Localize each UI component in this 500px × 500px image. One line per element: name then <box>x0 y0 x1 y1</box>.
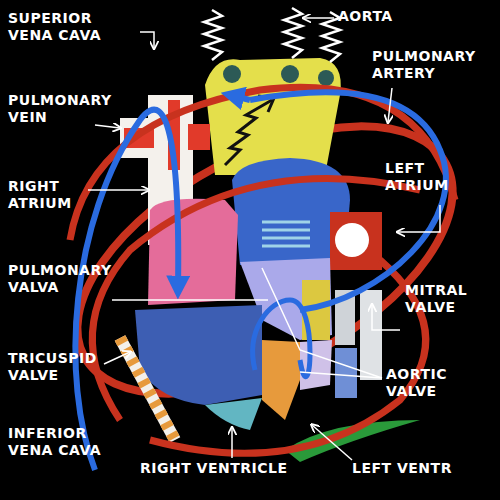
aorta-shape <box>205 58 341 175</box>
part-label: RIGHT VENTRICLE <box>140 460 315 477</box>
leader-line <box>312 425 352 460</box>
leader-line <box>372 305 400 330</box>
leader-line <box>388 88 392 122</box>
leader-line <box>88 189 148 191</box>
leader-line <box>95 125 120 128</box>
mitral-block <box>360 290 382 380</box>
ventricle-tip <box>262 340 300 420</box>
ventricle-tip <box>300 340 332 390</box>
blood-flow-loop <box>92 179 420 420</box>
left-atrium-opening <box>335 223 369 257</box>
part-label: MITRAL VALVE <box>405 282 495 316</box>
vessel-opening <box>281 65 299 83</box>
part-label: LEFT ATRIUM <box>385 160 485 194</box>
spring-coil <box>204 10 222 60</box>
part-label: AORTA <box>338 8 438 25</box>
part-label: PULMONARY VEIN <box>8 92 126 126</box>
blood-flow-arrow <box>250 92 446 310</box>
part-label: AORTIC VALVE <box>386 366 491 400</box>
leader-line <box>104 352 130 364</box>
valve-stripe <box>262 237 310 240</box>
vessel-opening <box>318 70 334 86</box>
apex-shape <box>205 398 262 430</box>
left-atrium-shape <box>330 212 382 270</box>
vessel-opening <box>223 65 241 83</box>
blood-flow-arrow <box>75 110 178 470</box>
part-label: TRICUSPID VALVE <box>8 350 118 384</box>
flow-arrow <box>225 100 272 165</box>
blood-flow-loop <box>150 260 426 453</box>
part-label: PULMONARY ARTERY <box>372 48 494 82</box>
valve-stripe <box>262 229 310 232</box>
leader-line <box>262 268 382 378</box>
spring-coil <box>322 12 340 62</box>
valve-stripes <box>262 222 310 246</box>
part-label: LEFT VENTR <box>352 460 492 477</box>
chamber-block <box>335 348 357 398</box>
leader-line <box>231 428 233 458</box>
blood-flow-arrow <box>230 95 250 100</box>
leader-line <box>112 299 268 301</box>
part-label: SUPERIOR VENA CAVA <box>8 10 126 44</box>
part-label: RIGHT ATRIUM <box>8 178 108 212</box>
leader-line <box>398 205 440 232</box>
valve-stripe <box>262 221 310 224</box>
pulmonary-vein-shape <box>188 124 210 150</box>
valve-stripe <box>262 245 310 248</box>
part-label: INFERIOR VENA CAVA <box>8 425 126 459</box>
spring-coil <box>284 8 302 58</box>
right-atrium-shape <box>148 199 238 305</box>
part-label: PULMONARY VALVA <box>8 262 126 296</box>
leader-line <box>300 372 382 378</box>
leader-line <box>140 32 154 48</box>
leader-line <box>304 17 334 19</box>
